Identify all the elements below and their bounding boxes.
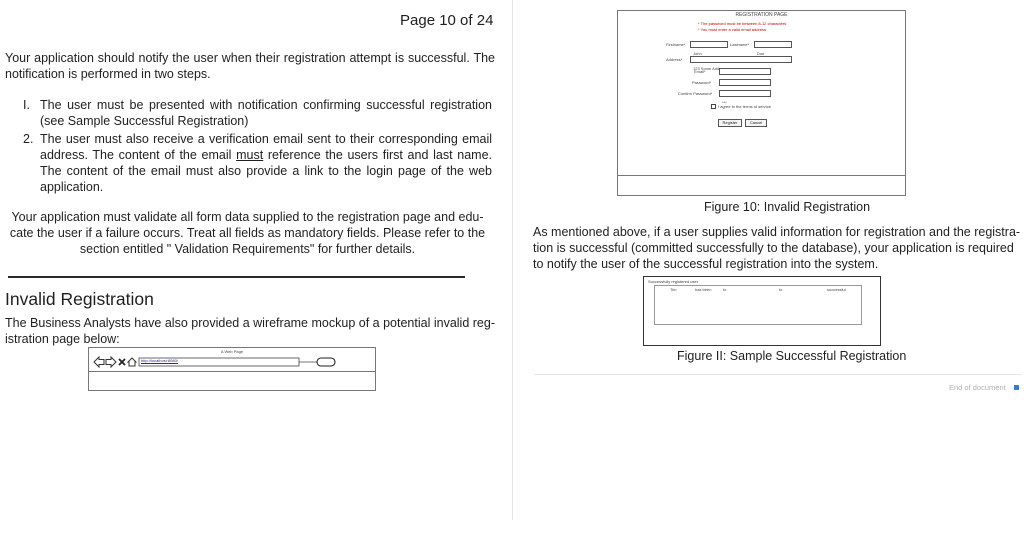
address-label: Address* [666, 57, 683, 62]
end-marker-icon [1014, 385, 1019, 390]
list-item: 2. The user must also receive a verifica… [23, 131, 492, 195]
password-field[interactable]: *** [719, 79, 771, 94]
search-pill-icon [316, 357, 336, 367]
firstname-label: Firstname* [666, 42, 686, 47]
email-field[interactable]: john_doe@ [719, 68, 771, 83]
success-wireframe: Successfully registered user Tim has bee… [643, 276, 881, 346]
success-line: As mentioned above, if a user supplies v… [533, 225, 1021, 239]
success-message: Successfully registered user [648, 279, 699, 284]
confirm-password-field[interactable]: *** [719, 90, 771, 105]
firstname-field[interactable]: John [690, 41, 728, 56]
browser-wireframe: A Web Page http://localhost:8080/ [88, 347, 376, 391]
figure-11-caption: Figure II: Sample Successful Registratio… [677, 349, 907, 363]
success-row-cell: to [779, 287, 783, 292]
url-text: http://localhost:8080/ [141, 358, 178, 363]
success-row-cell: has been [695, 287, 712, 292]
end-of-document-label: End of document [949, 383, 1006, 392]
terms-checkbox[interactable] [711, 104, 716, 109]
list-item-number: 2. [23, 132, 34, 146]
email-label: Email* [694, 69, 706, 74]
wireframe-footer-divider [618, 175, 905, 176]
end-divider [534, 374, 1022, 375]
terms-label: I agree to the terms of service [718, 104, 771, 109]
list-item-number: I. [23, 98, 30, 112]
register-button[interactable]: Register [718, 119, 742, 127]
list-item: I. The user must be presented with notif… [23, 97, 492, 129]
list-item-text-after: reference the users first and last name.… [40, 148, 492, 194]
validation-line: cate the user if a failure occurs. Treat… [9, 226, 486, 240]
registration-wireframe: REGISTRATION PAGE * The password must be… [617, 10, 906, 196]
error-message: * You must enter a valid email address [698, 27, 767, 32]
forward-arrow-icon [105, 355, 117, 369]
browser-toolbar [93, 355, 336, 369]
page-number: Page 10 of 24 [400, 12, 494, 29]
list-item-text-before: The user must also receive a verificatio… [40, 132, 492, 162]
validation-line: section entitled " Validation Requiremen… [79, 242, 416, 256]
browser-window-title: A Web Page [220, 349, 244, 354]
section-divider [8, 276, 465, 278]
lastname-field[interactable]: Doe [754, 41, 792, 56]
address-field[interactable]: 123 Some Address [690, 56, 792, 71]
validation-line: Your application must validate all form … [11, 210, 484, 224]
list-item-text: The user must be presented with notifica… [40, 98, 492, 128]
confirm-password-label: Confirm Password* [678, 91, 713, 96]
success-inner-frame: Tim has been to to successful [654, 285, 862, 325]
success-line: to notify the user of the successful reg… [533, 257, 879, 271]
list-item-emphasis: must [236, 148, 264, 162]
success-paragraph: As mentioned above, if a user supplies v… [533, 224, 1023, 272]
browser-content-divider [89, 371, 375, 372]
password-label: Password* [692, 80, 712, 85]
home-icon [126, 357, 138, 367]
close-x-icon [118, 358, 126, 366]
success-row-cell: Tim [670, 287, 677, 292]
intro-paragraph: Your application should notify the user … [5, 51, 495, 81]
section-paragraph: The Business Analysts have also provided… [5, 316, 495, 346]
back-arrow-icon [93, 355, 105, 369]
error-message: * The password must be between 8-12 char… [698, 21, 787, 26]
steps-list: I. The user must be presented with notif… [23, 97, 492, 195]
success-line: tion is successful (committed successful… [533, 241, 1014, 255]
success-row-cell: to [723, 287, 727, 292]
section-heading: Invalid Registration [5, 289, 154, 309]
validation-paragraph: Your application must validate all form … [5, 209, 490, 257]
success-row-cell: successful [827, 287, 846, 292]
registration-title: REGISTRATION PAGE [735, 12, 788, 18]
page-separator [512, 0, 513, 520]
lastname-label: Lastname* [730, 42, 750, 47]
cancel-button[interactable]: Cancel [745, 119, 767, 127]
figure-10-caption: Figure 10: Invalid Registration [704, 200, 871, 214]
